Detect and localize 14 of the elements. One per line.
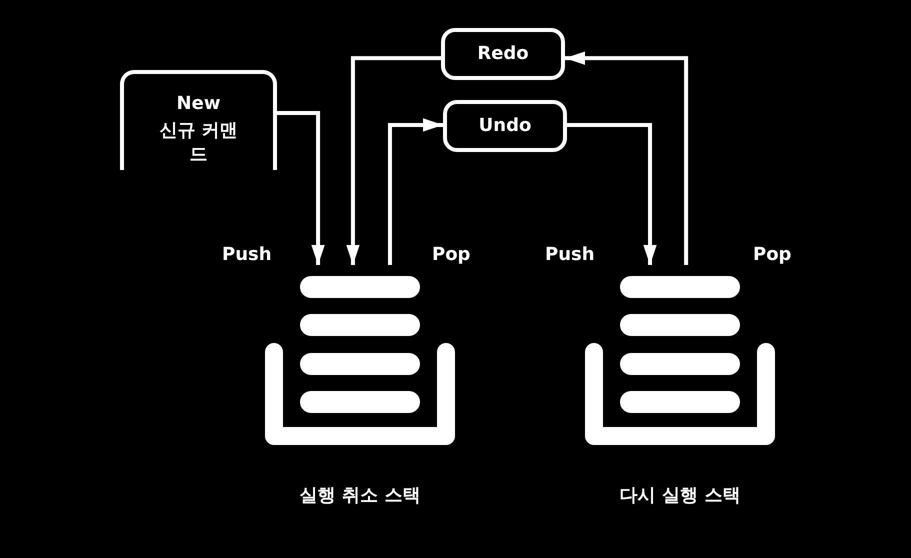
- action-box: Redo: [441, 28, 565, 80]
- arrow: [277, 111, 325, 265]
- stack-caption: 다시 실행 스택: [618, 484, 742, 507]
- operation-label: Push: [222, 244, 272, 265]
- arrow: [567, 122, 657, 265]
- stack-caption: 실행 취소 스택: [298, 484, 422, 507]
- operation-label: Push: [545, 244, 595, 265]
- arrow: [388, 118, 443, 265]
- command-box: New 신규 커맨드: [120, 70, 277, 170]
- arrow: [565, 52, 688, 265]
- operation-label: Pop: [432, 244, 470, 265]
- arrow: [346, 56, 441, 265]
- action-box: Undo: [443, 100, 567, 152]
- operation-label: Pop: [753, 244, 792, 265]
